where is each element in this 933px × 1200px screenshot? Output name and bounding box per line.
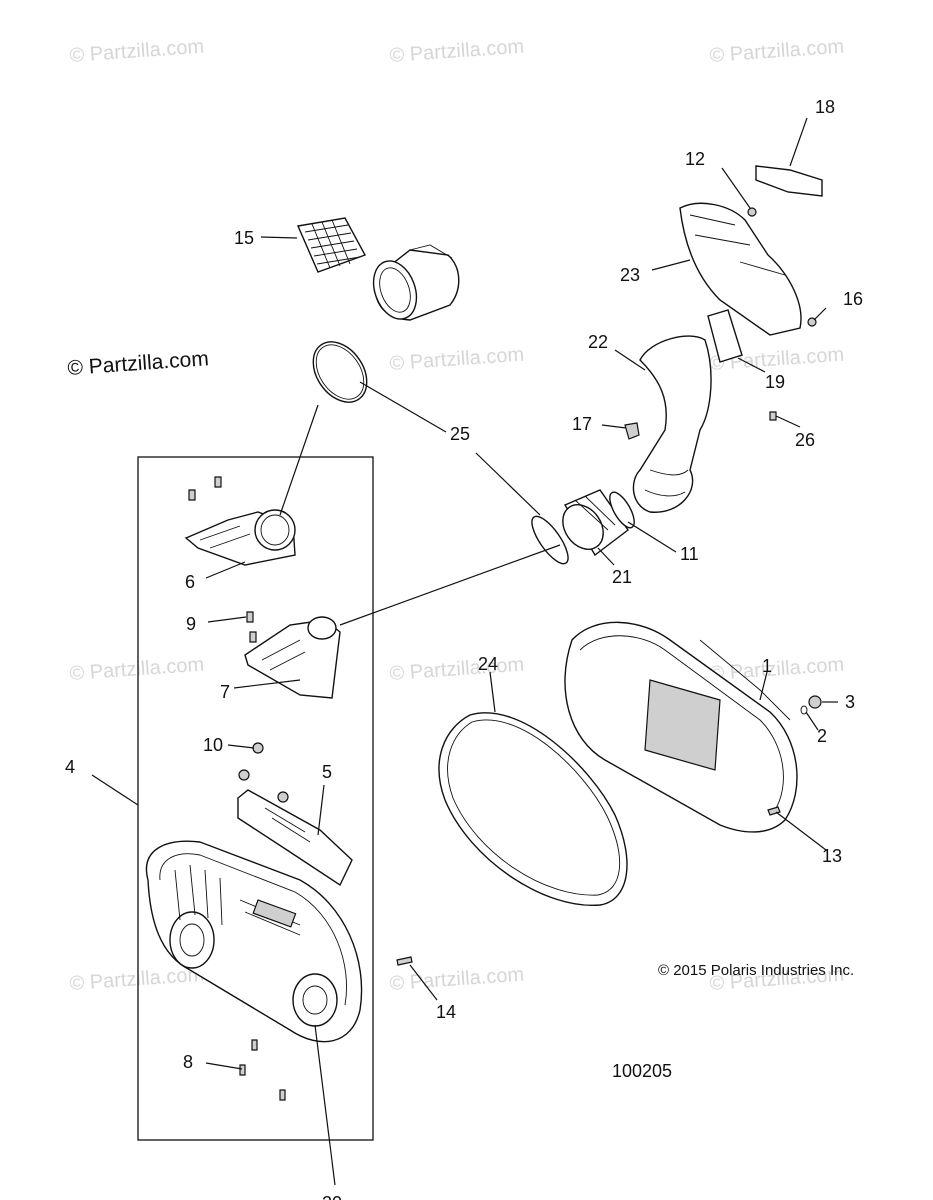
part-25-clamp-ring [312, 341, 368, 403]
part-25-clamp-lower [531, 515, 569, 565]
part-14-screw [396, 956, 413, 966]
watermark-layer: © Partzilla.com © Partzilla.com © Partzi… [67, 36, 845, 995]
callout-6: 6 [185, 572, 195, 592]
callout-12: 12 [685, 149, 705, 169]
callout-19: 19 [765, 372, 785, 392]
callout-18: 18 [815, 97, 835, 117]
watermark: © Partzilla.com [69, 654, 205, 685]
callout-1: 1 [762, 656, 772, 676]
leader-lines [91, 117, 838, 1186]
callout-10: 10 [203, 735, 223, 755]
callout-13: 13 [822, 846, 842, 866]
callout-20: 20 [322, 1193, 342, 1200]
part-20-inner-cover [145, 840, 363, 1101]
callout-21: 21 [612, 567, 632, 587]
part-11-clamp [609, 491, 635, 529]
callout-16: 16 [843, 289, 863, 309]
watermark: © Partzilla.com [389, 36, 525, 67]
part-24-drive-belt [438, 712, 628, 906]
diagram-reference-number: 100205 [612, 1061, 672, 1081]
part-2-3-hardware [800, 695, 822, 715]
callout-8: 8 [183, 1052, 193, 1072]
watermark: © Partzilla.com [389, 344, 525, 375]
watermark: © Partzilla.com [389, 654, 525, 685]
part-6-intake-duct [184, 509, 296, 566]
watermark: © Partzilla.com [709, 36, 845, 67]
callout-4: 4 [65, 757, 75, 777]
part-17-clip [624, 422, 640, 440]
callout-3: 3 [845, 692, 855, 712]
part-23-housing [679, 202, 802, 336]
part-18-pad [755, 165, 823, 197]
part-13-pin [767, 806, 781, 816]
assembly-group-box [137, 456, 374, 1141]
callout-17: 17 [572, 414, 592, 434]
callout-26: 26 [795, 430, 815, 450]
callout-25: 25 [450, 424, 470, 444]
copyright-notice: © 2015 Polaris Industries Inc. [658, 962, 854, 979]
callout-24: 24 [478, 654, 498, 674]
watermark: © Partzilla.com [69, 36, 205, 67]
watermark: © Partzilla.com [709, 654, 845, 685]
callout-11: 11 [680, 544, 699, 564]
callout-14: 14 [436, 1002, 456, 1022]
part-22-intake-hose [632, 335, 712, 513]
part-7-duct [244, 611, 341, 699]
callout-15: 15 [234, 228, 254, 248]
callout-2: 2 [817, 726, 827, 746]
fastener-bolts [188, 476, 222, 501]
watermark: © Partzilla.com [69, 964, 205, 995]
callout-22: 22 [588, 332, 608, 352]
part-10-nut [238, 742, 289, 803]
part-5-baffle [237, 789, 353, 887]
part-12-fastener [747, 207, 757, 217]
part-26-fastener [769, 411, 777, 421]
watermark-dark: © Partzilla.com [67, 347, 210, 380]
callout-7: 7 [220, 682, 230, 702]
part-duct-outlet [372, 244, 460, 321]
callout-23: 23 [620, 265, 640, 285]
callout-5: 5 [322, 762, 332, 782]
part-21-coupler [562, 489, 629, 557]
watermark: © Partzilla.com [389, 964, 525, 995]
part-19-seal [707, 309, 743, 363]
part-15-screen [297, 217, 367, 273]
callout-labels: 1 2 3 4 5 6 7 8 9 10 11 12 13 14 15 16 1… [65, 97, 863, 1200]
callout-9: 9 [186, 614, 196, 634]
part-1-outer-cover [564, 621, 798, 833]
